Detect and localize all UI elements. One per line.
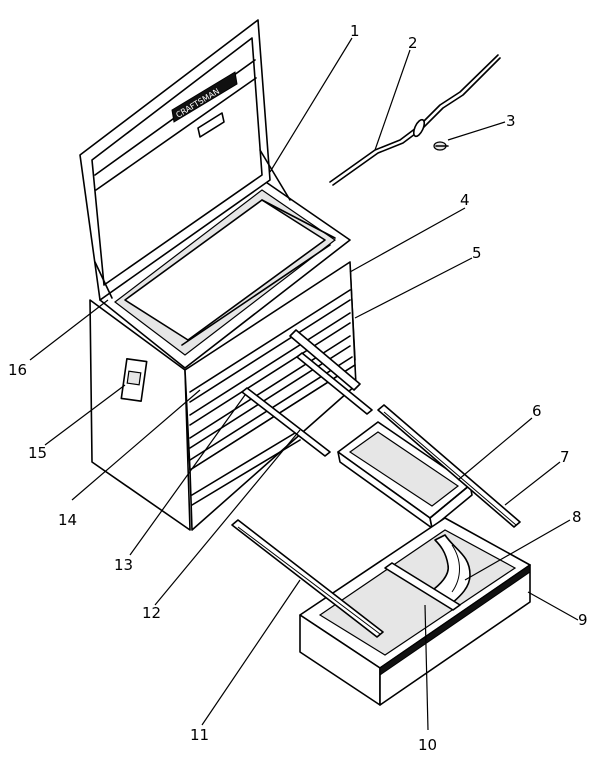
inner-slide-rails xyxy=(241,329,373,457)
callout-16: 16 xyxy=(8,361,27,379)
callout-6: 6 xyxy=(532,402,542,420)
callout-7: 7 xyxy=(560,448,570,466)
callout-12: 12 xyxy=(142,604,161,622)
callout-numbers: 1 2 3 4 5 6 7 8 9 10 11 12 13 14 15 16 xyxy=(8,22,588,754)
chest-lid: CRAFTSMAN xyxy=(79,19,291,301)
side-handle xyxy=(120,358,148,402)
callout-9: 9 xyxy=(578,611,588,629)
screw xyxy=(433,141,449,151)
callout-15: 15 xyxy=(28,444,47,462)
large-drawer xyxy=(299,517,531,706)
callout-13: 13 xyxy=(114,556,133,574)
small-drawer-slide xyxy=(377,404,521,528)
callout-5: 5 xyxy=(472,244,482,262)
callout-14: 14 xyxy=(58,511,77,529)
lid-rod xyxy=(329,54,501,186)
top-tray xyxy=(99,177,351,369)
large-drawer-slide xyxy=(231,519,384,638)
callout-11: 11 xyxy=(190,726,209,744)
leader-lines xyxy=(29,37,579,731)
callout-8: 8 xyxy=(572,508,582,526)
callout-10: 10 xyxy=(418,736,437,754)
callout-1: 1 xyxy=(350,22,360,40)
callout-2: 2 xyxy=(408,34,418,52)
callout-4: 4 xyxy=(460,191,470,209)
callout-3: 3 xyxy=(506,112,516,130)
small-drawer xyxy=(337,421,473,529)
drawer-divider xyxy=(384,562,461,611)
